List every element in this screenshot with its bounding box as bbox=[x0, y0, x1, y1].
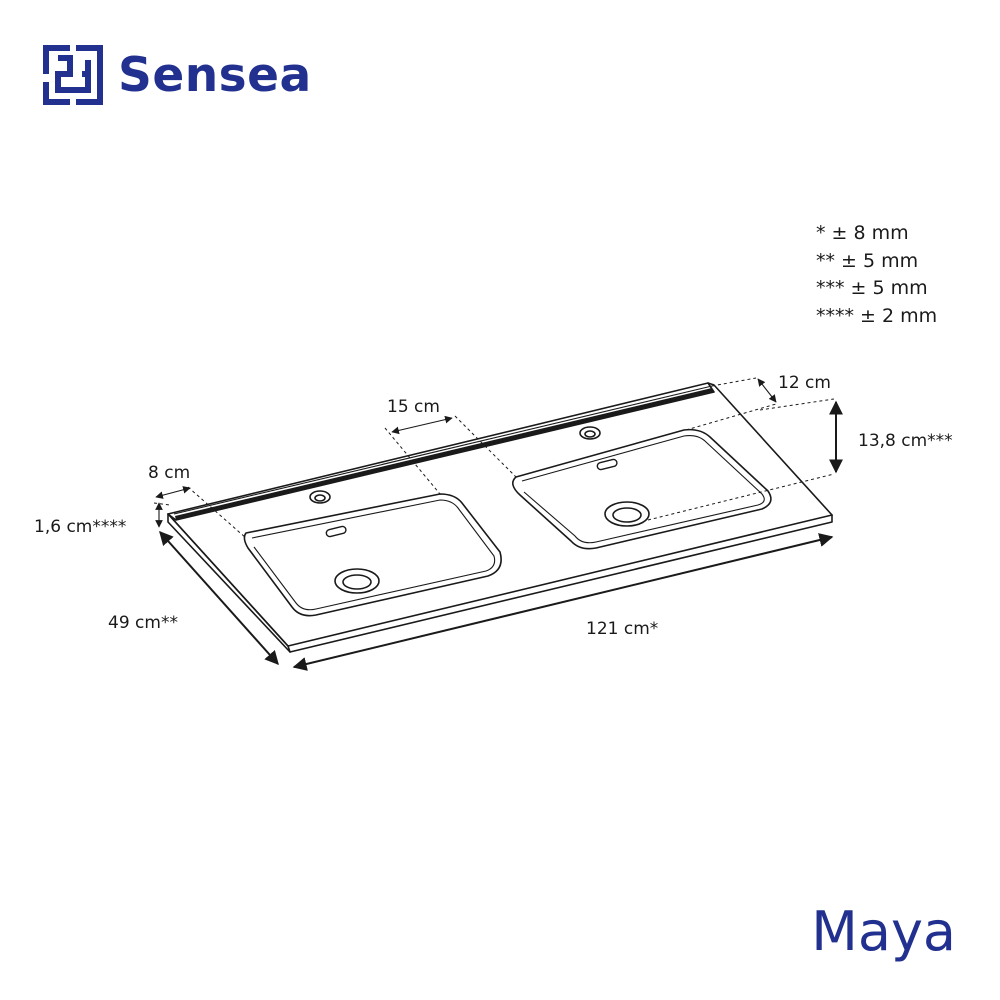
dimension-thickness: 1,6 cm**** bbox=[34, 502, 171, 537]
tolerance-line: **** ± 2 mm bbox=[816, 304, 938, 327]
dimension-back-margin: 12 cm bbox=[685, 373, 831, 431]
tolerance-line: *** ± 5 mm bbox=[816, 277, 928, 299]
dim-basin-depth-label: 13,8 cm*** bbox=[858, 431, 953, 451]
dimension-basin-depth: 13,8 cm*** bbox=[647, 398, 953, 521]
countertop bbox=[167, 382, 833, 653]
dimension-width: 121 cm* bbox=[292, 533, 834, 671]
dimension-side-margin: 8 cm bbox=[148, 463, 247, 539]
right-basin bbox=[512, 426, 772, 550]
dimension-between-basins: 15 cm bbox=[384, 397, 517, 495]
left-basin bbox=[243, 490, 502, 617]
dim-between-basins-label: 15 cm bbox=[387, 397, 440, 417]
brand-name: Sensea bbox=[118, 47, 312, 103]
dimension-depth: 49 cm** bbox=[108, 530, 279, 666]
sensea-logo-icon bbox=[43, 45, 103, 105]
tolerance-legend: * ± 8 mm ** ± 5 mm *** ± 5 mm **** ± 2 m… bbox=[816, 220, 937, 330]
dim-back-margin-label: 12 cm bbox=[778, 373, 831, 393]
brand-logo: Sensea bbox=[42, 44, 312, 106]
dim-width-label: 121 cm* bbox=[586, 619, 658, 639]
tolerance-line: ** ± 5 mm bbox=[816, 249, 919, 272]
tolerance-line: * ± 8 mm bbox=[816, 222, 909, 244]
dim-thickness-label: 1,6 cm**** bbox=[34, 517, 126, 537]
dim-side-margin-label: 8 cm bbox=[148, 463, 190, 483]
product-name: Maya bbox=[811, 900, 956, 963]
dim-depth-label: 49 cm** bbox=[108, 613, 178, 633]
